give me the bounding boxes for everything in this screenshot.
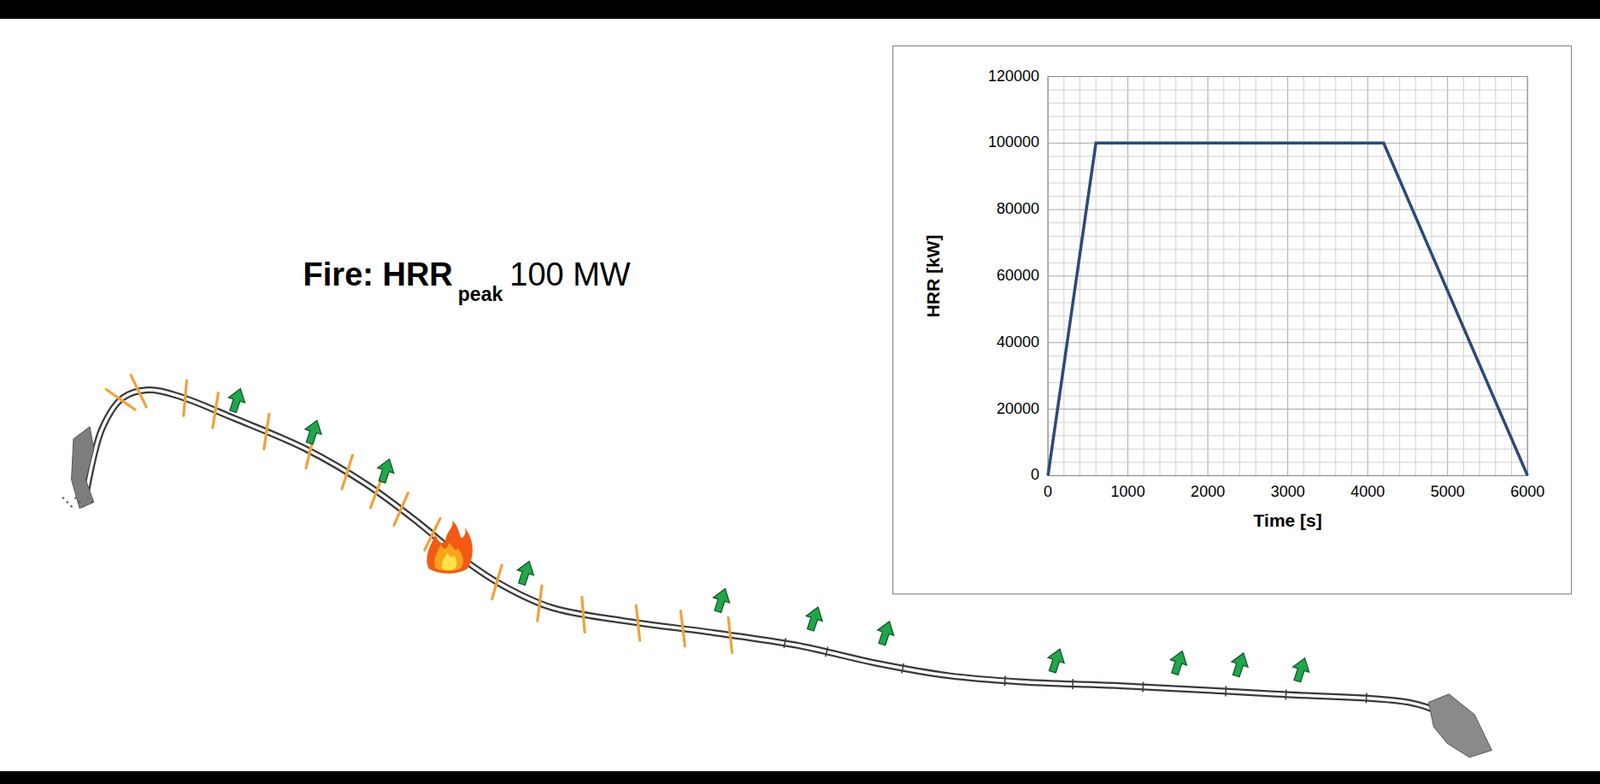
title-value: 100 MW — [509, 257, 630, 294]
tunnel-portal — [62, 426, 1493, 758]
cross-passage-marks — [105, 375, 732, 653]
y-tick-label: 100000 — [988, 134, 1040, 152]
axis-title: Time [s] — [1253, 510, 1323, 530]
title-text: Fire: HRR — [303, 257, 453, 294]
x-tick-label: 6000 — [1510, 483, 1545, 501]
fire-icon — [426, 520, 472, 574]
chart-grid — [1047, 76, 1528, 477]
x-tick-label: 5000 — [1430, 483, 1465, 501]
y-tick-label: 120000 — [988, 68, 1040, 86]
chart-frame — [893, 46, 1572, 595]
y-tick-label: 40000 — [996, 334, 1040, 352]
axis-title: HRR [kW] — [923, 235, 944, 318]
tunnel — [86, 389, 1454, 727]
y-tick-label: 80000 — [996, 200, 1040, 218]
x-tick-label: 0 — [1043, 483, 1053, 501]
smoke-extraction-arrows — [224, 386, 1313, 684]
x-tick-label: 4000 — [1350, 483, 1385, 501]
hrr-curve — [1047, 142, 1528, 476]
x-tick-label: 1000 — [1111, 483, 1146, 501]
y-tick-label: 20000 — [996, 400, 1040, 418]
x-tick-label: 3000 — [1270, 483, 1306, 501]
y-tick-label: 0 — [1030, 466, 1040, 484]
y-tick-label: 60000 — [996, 267, 1040, 285]
x-tick-label: 2000 — [1190, 483, 1225, 501]
title-subscript: peak — [458, 283, 503, 306]
